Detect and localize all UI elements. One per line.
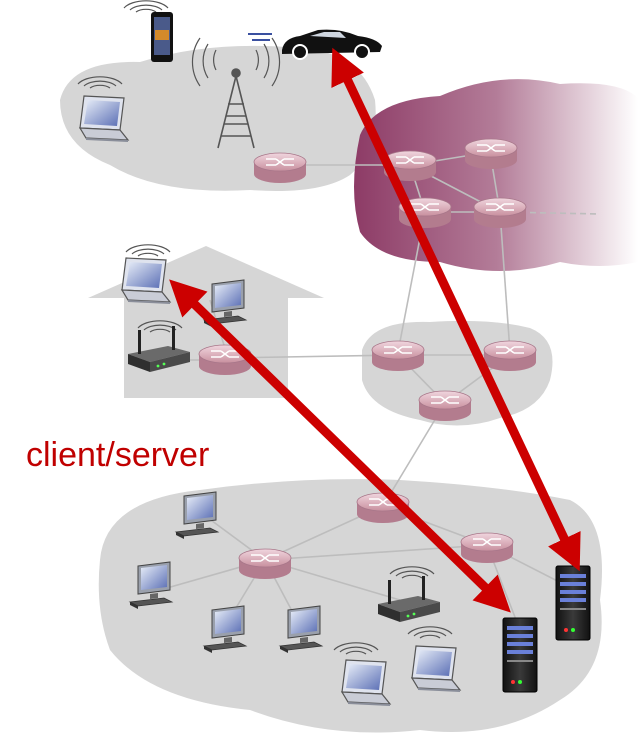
cell-tower-icon [191,37,281,149]
router-regional-3 [418,390,472,422]
arrow-car-server [331,47,581,572]
server-icon-2 [555,565,591,641]
router-enterprise-3 [460,532,514,564]
router-core-4 [473,197,527,229]
router-enterprise-2 [238,548,292,580]
router-regional-1 [371,340,425,372]
router-regional-2 [483,340,537,372]
server-icon-1 [502,617,538,693]
laptop-icon-home [121,244,171,305]
phone-icon [123,0,173,62]
router-core-2 [464,138,518,170]
router-mobile [253,152,307,184]
client-server-label: client/server [26,436,210,474]
